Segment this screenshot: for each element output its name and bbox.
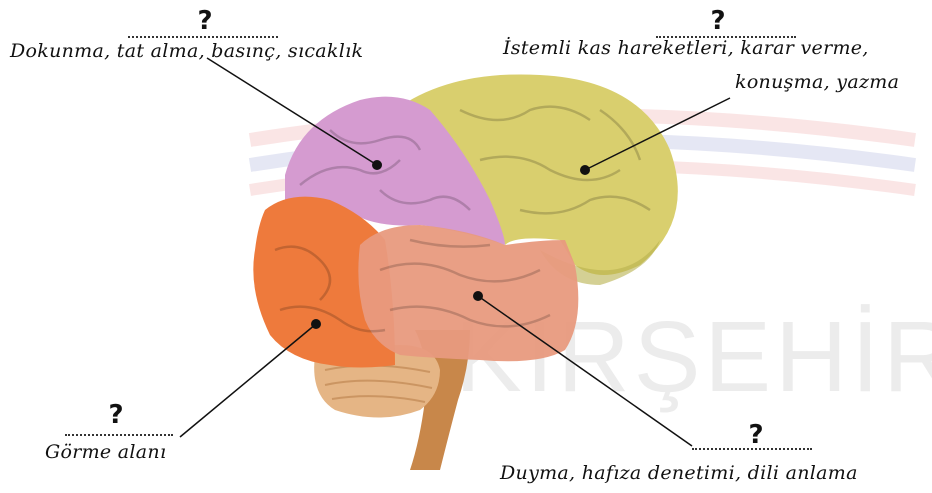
parietal-answer-blank[interactable] (128, 36, 278, 38)
parietal-function-label: Dokunma, tat alma, basınç, sıcaklık (10, 40, 363, 62)
parietal-pointer-dot (372, 160, 382, 170)
temporal-pointer-dot (473, 291, 483, 301)
parietal-question-mark: ? (175, 6, 235, 36)
occipital-pointer-dot (311, 319, 321, 329)
occipital-question-mark: ? (86, 400, 146, 430)
temporal-function-label: Duyma, hafıza denetimi, dili anlama (500, 462, 858, 484)
temporal-question-mark: ? (726, 420, 786, 450)
frontal-function-label-line2: konuşma, yazma (735, 71, 899, 93)
occipital-function-label: Görme alanı (45, 441, 166, 463)
frontal-function-label-line1: İstemli kas hareketleri, karar verme, (503, 37, 869, 59)
temporal-answer-blank[interactable] (692, 448, 812, 450)
frontal-pointer-dot (580, 165, 590, 175)
frontal-question-mark: ? (688, 6, 748, 36)
occipital-answer-blank[interactable] (65, 434, 173, 436)
